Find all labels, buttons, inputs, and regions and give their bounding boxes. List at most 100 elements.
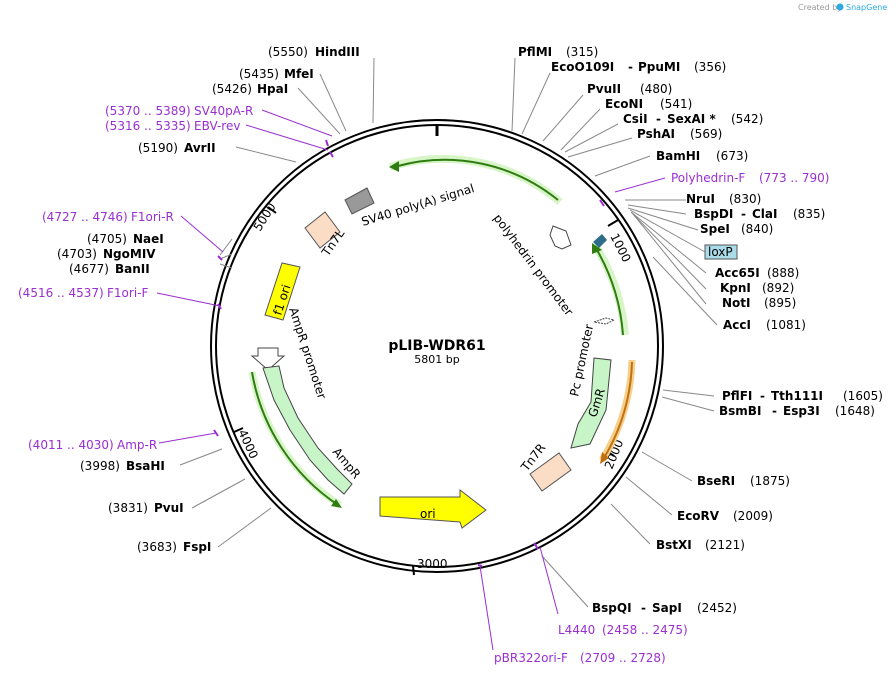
site-pos-naei: (4705) bbox=[87, 232, 127, 246]
primer-name-ebv-rev: EBV-rev bbox=[194, 119, 240, 133]
site-pos-spei: (840) bbox=[741, 222, 773, 236]
site-pos-bsahi: (3998) bbox=[80, 459, 120, 473]
primer-name-amp-r: Amp-R bbox=[117, 438, 157, 452]
site-name-bsahi: BsaHI bbox=[126, 459, 165, 473]
primer-connectors bbox=[156, 109, 666, 651]
plasmid-size: 5801 bp bbox=[414, 353, 459, 366]
site-pos-mfei: (5435) bbox=[239, 67, 279, 81]
site-pos-nrui: (830) bbox=[729, 192, 761, 206]
primer-pos-pbr322ori-f: (2709 .. 2728) bbox=[580, 651, 666, 665]
site-name-bstxi: BstXI bbox=[656, 538, 692, 552]
polyhedrin-line bbox=[596, 249, 624, 336]
site-name-pvui: PvuI bbox=[154, 501, 184, 515]
site-pos-pvui: (3831) bbox=[108, 501, 148, 515]
site-name-avrii: AvrII bbox=[184, 141, 216, 155]
tick-label-5000: 5000 bbox=[251, 200, 279, 233]
site-pos-pflmi: (315) bbox=[566, 45, 598, 59]
site-name-ecoo109i: EcoO109I bbox=[551, 60, 614, 74]
site-name-pshai: PshAI bbox=[637, 127, 675, 141]
site-dash: - bbox=[628, 60, 633, 74]
site-pos-hpai: (5426) bbox=[212, 82, 252, 96]
orange-feature-arrowhead bbox=[600, 452, 609, 464]
polyhedrin-label: polyhedrin promoter bbox=[491, 211, 576, 318]
tick-mark bbox=[267, 206, 277, 214]
site-dash: - bbox=[741, 207, 746, 221]
site-name-bamhi: BamHI bbox=[656, 149, 700, 163]
site-name-ngomiv: NgoMIV bbox=[103, 247, 156, 261]
site-name-bsmbi: BsmBI bbox=[719, 404, 761, 418]
credit-brand: SnapGene bbox=[846, 3, 887, 12]
primer-name-sv40pa-r: SV40pA-R bbox=[194, 104, 253, 118]
site-pos-pshai: (569) bbox=[690, 127, 722, 141]
credit-text: Created by bbox=[798, 3, 842, 12]
primer-marks bbox=[213, 139, 605, 567]
primer-name-pbr322ori-f: pBR322ori-F bbox=[494, 651, 568, 665]
site-pos-bstxi: (2121) bbox=[705, 538, 745, 552]
site-name-drui: NruI bbox=[686, 192, 715, 206]
tick-label-3000: 3000 bbox=[417, 557, 448, 571]
site-name-ppumi: PpuMI bbox=[638, 60, 680, 74]
site-name-clai: ClaI bbox=[752, 207, 777, 221]
tick-mark bbox=[607, 219, 619, 227]
site-name-sapi: SapI bbox=[652, 601, 682, 615]
tick-mark bbox=[412, 565, 415, 576]
site-pos-bamhi: (673) bbox=[716, 149, 748, 163]
sv40-arrowhead bbox=[389, 161, 399, 172]
site-pos-ngomiv: (4703) bbox=[57, 247, 97, 261]
ori-arrow bbox=[379, 488, 487, 529]
site-pos-econi: (541) bbox=[660, 97, 692, 111]
site-pos-bspdi: (835) bbox=[793, 207, 825, 221]
left-green-arrowhead bbox=[331, 499, 342, 508]
site-pos-acc65i: (888) bbox=[767, 266, 799, 280]
site-name-hindiii: HindIII bbox=[315, 45, 360, 59]
ori-label: ori bbox=[420, 507, 436, 521]
gmr-arrow bbox=[570, 357, 612, 449]
primer-name-f1ori-r: F1ori-R bbox=[131, 210, 174, 224]
site-name-econi: EcoNI bbox=[605, 97, 643, 111]
loxp-label: loxP bbox=[708, 245, 733, 259]
plasmid-name: pLIB-WDR61 bbox=[388, 338, 485, 354]
site-name-spei: SpeI bbox=[700, 222, 730, 236]
site-name-pflfi: PflFI bbox=[722, 389, 752, 403]
site-pos-csii: (542) bbox=[731, 112, 763, 126]
site-connectors bbox=[179, 57, 718, 608]
primer-pos-sv40pa-r: (5370 .. 5389) bbox=[105, 104, 191, 118]
site-dash: - bbox=[641, 601, 646, 615]
primer-name-l4440: L4440 bbox=[558, 623, 595, 637]
sv40-bar bbox=[388, 154, 563, 206]
site-pos-noti: (895) bbox=[764, 296, 796, 310]
site-name-pflmi: PflMI bbox=[518, 45, 552, 59]
primer-pos-ebv-rev: (5316 .. 5335) bbox=[105, 119, 191, 133]
primer-pos-f1ori-r: (4727 .. 4746) bbox=[42, 210, 128, 224]
site-name-noti: NotI bbox=[722, 296, 751, 310]
orange-feature-line bbox=[603, 361, 633, 459]
sv40-label: SV40 poly(A) signal bbox=[360, 181, 476, 229]
site-pos-hindiii: (5550) bbox=[268, 45, 308, 59]
site-name-bseri: BseRI bbox=[697, 474, 735, 488]
site-pos-ecoo109i: (356) bbox=[694, 60, 726, 74]
site-name-mfei: MfeI bbox=[284, 67, 314, 81]
polyhedrin-arrowhead bbox=[592, 243, 602, 254]
backbone-outer bbox=[210, 119, 664, 573]
small-dotted-arrow bbox=[593, 317, 616, 325]
sv40-polya-box bbox=[344, 187, 375, 215]
site-name-sexai: SexAI * bbox=[667, 112, 716, 126]
site-pos-bsmbi: (1648) bbox=[835, 404, 875, 418]
site-pos-bseri: (1875) bbox=[750, 474, 790, 488]
ampr-arrow bbox=[262, 365, 353, 495]
site-dash: - bbox=[656, 112, 661, 126]
site-pos-bspqi: (2452) bbox=[697, 601, 737, 615]
ampr-promoter-arrow bbox=[250, 347, 286, 371]
site-name-banii: BanII bbox=[115, 262, 150, 276]
site-name-acc65i: Acc65I bbox=[715, 266, 760, 280]
ampr-promoter-label: AmpR promoter bbox=[286, 306, 329, 401]
site-name-fspi: FspI bbox=[183, 540, 211, 554]
teal-feature-arrow bbox=[593, 234, 607, 248]
site-pos-banii: (4677) bbox=[69, 262, 109, 276]
site-pos-fspi: (3683) bbox=[137, 540, 177, 554]
f1-ori-arrow bbox=[264, 262, 301, 321]
site-dash: - bbox=[760, 389, 765, 403]
site-name-naei: NaeI bbox=[133, 232, 164, 246]
site-pos-acci: (1081) bbox=[766, 318, 806, 332]
